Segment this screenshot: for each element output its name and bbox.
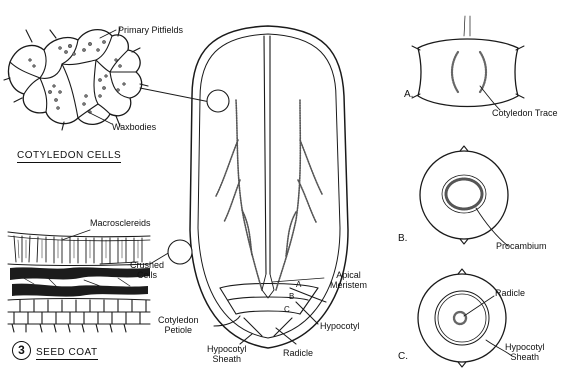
section-marker-b: B bbox=[289, 292, 294, 302]
cotyledon-cells-drawing bbox=[4, 28, 210, 130]
panel-label-c: C. bbox=[398, 352, 408, 362]
cross-section-a bbox=[412, 16, 524, 110]
label-radicle-main: Radicle bbox=[283, 348, 313, 358]
panel-label-a: A. bbox=[404, 90, 413, 100]
panel-label-b: B. bbox=[398, 234, 407, 244]
seed-longitudinal-section bbox=[168, 26, 348, 348]
label-hypocotyl-sheath-c: Hypocotyl Sheath bbox=[505, 342, 545, 362]
cross-section-c bbox=[418, 269, 512, 367]
title-cotyledon-cells: COTYLEDON CELLS bbox=[17, 150, 121, 163]
label-primary-pitfields: Primary Pitfields bbox=[118, 25, 183, 35]
section-marker-c: C bbox=[284, 305, 290, 315]
figure-number-badge: 3 bbox=[12, 341, 31, 360]
label-macrosclereids: Macrosclereids bbox=[90, 218, 151, 228]
label-hypocotyl-sheath-main: Hypocotyl Sheath bbox=[207, 344, 247, 364]
label-radicle-c: Radicle bbox=[495, 288, 525, 298]
label-cotyledon-trace: Cotyledon Trace bbox=[492, 108, 558, 118]
title-seed-coat: SEED COAT bbox=[36, 347, 98, 360]
label-crushed-cells: Crushed Cells bbox=[130, 260, 164, 280]
label-hypocotyl: Hypocotyl bbox=[320, 321, 360, 331]
seed-coat-drawing bbox=[8, 230, 170, 332]
section-marker-a: A bbox=[296, 280, 301, 290]
cross-section-b bbox=[420, 146, 508, 246]
label-apical-meristem: Apical Meristem bbox=[330, 270, 367, 290]
label-cotyledon-petiole: Cotyledon Petiole bbox=[158, 315, 199, 335]
label-waxbodies: Waxbodies bbox=[112, 122, 156, 132]
label-procambium: Procambium bbox=[496, 241, 547, 251]
